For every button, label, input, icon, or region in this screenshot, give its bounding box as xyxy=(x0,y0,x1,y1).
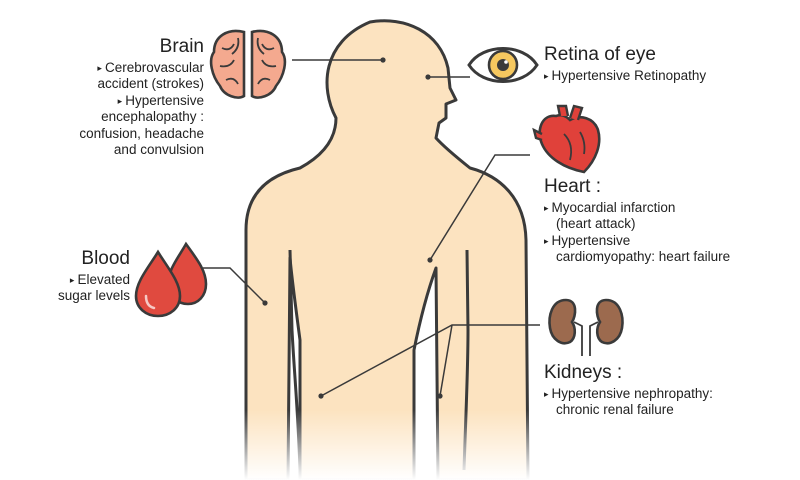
bullet-icon: ▸ xyxy=(544,235,549,246)
blood-label: Blood ▸Elevated sugar levels xyxy=(20,248,130,305)
heart-item-2: ▸Hypertensive cardiomyopathy: heart fail… xyxy=(544,232,731,265)
bullet-icon: ▸ xyxy=(544,388,549,399)
brain-dot xyxy=(380,57,386,63)
kidney-dot-left xyxy=(318,393,324,399)
retina-item-1: ▸Hypertensive Retinopathy xyxy=(544,67,707,83)
brain-label: Brain ▸Cerebrovascular accident (strokes… xyxy=(20,36,204,159)
heart-icon xyxy=(532,104,601,174)
retina-title: Retina of eye xyxy=(544,44,656,65)
brain-item-1: ▸Cerebrovascular accident (strokes) xyxy=(97,59,204,92)
bullet-icon: ▸ xyxy=(544,70,549,81)
blood-title: Blood xyxy=(81,248,130,269)
eye-icon xyxy=(467,47,539,83)
heart-label: Heart : ▸Myocardial infarction (heart at… xyxy=(544,176,784,266)
brain-title: Brain xyxy=(159,36,204,57)
body-silhouette xyxy=(244,19,530,480)
kidneys-item-1: ▸Hypertensive nephropathy: chronic renal… xyxy=(544,385,713,418)
blood-leader xyxy=(203,267,266,304)
heart-item-1: ▸Myocardial infarction (heart attack) xyxy=(544,199,676,232)
heart-title: Heart : xyxy=(544,176,602,197)
bottom-fade xyxy=(230,410,540,480)
brain-item-2: ▸Hypertensive encephalopathy : confusion… xyxy=(79,92,204,158)
retina-label: Retina of eye ▸Hypertensive Retinopathy xyxy=(544,44,784,84)
kidneys-label: Kidneys : ▸Hypertensive nephropathy: chr… xyxy=(544,362,784,419)
bullet-icon: ▸ xyxy=(117,95,123,106)
blood-dot xyxy=(262,300,268,306)
heart-leader xyxy=(429,154,530,261)
kidneys-icon xyxy=(548,298,624,356)
heart-dot xyxy=(427,257,433,263)
bullet-icon: ▸ xyxy=(544,202,549,213)
brain-icon xyxy=(209,29,287,99)
kidney-dot-right xyxy=(437,393,443,399)
bullet-icon: ▸ xyxy=(69,274,75,285)
kidney-leader xyxy=(320,324,540,397)
human-body xyxy=(230,19,540,480)
blood-drops-icon xyxy=(134,241,208,318)
eye-dot xyxy=(425,74,431,80)
blood-item-1: ▸Elevated sugar levels xyxy=(57,271,130,304)
kidneys-title: Kidneys : xyxy=(544,362,623,383)
bullet-icon: ▸ xyxy=(97,62,102,73)
leader-lines xyxy=(203,57,540,399)
